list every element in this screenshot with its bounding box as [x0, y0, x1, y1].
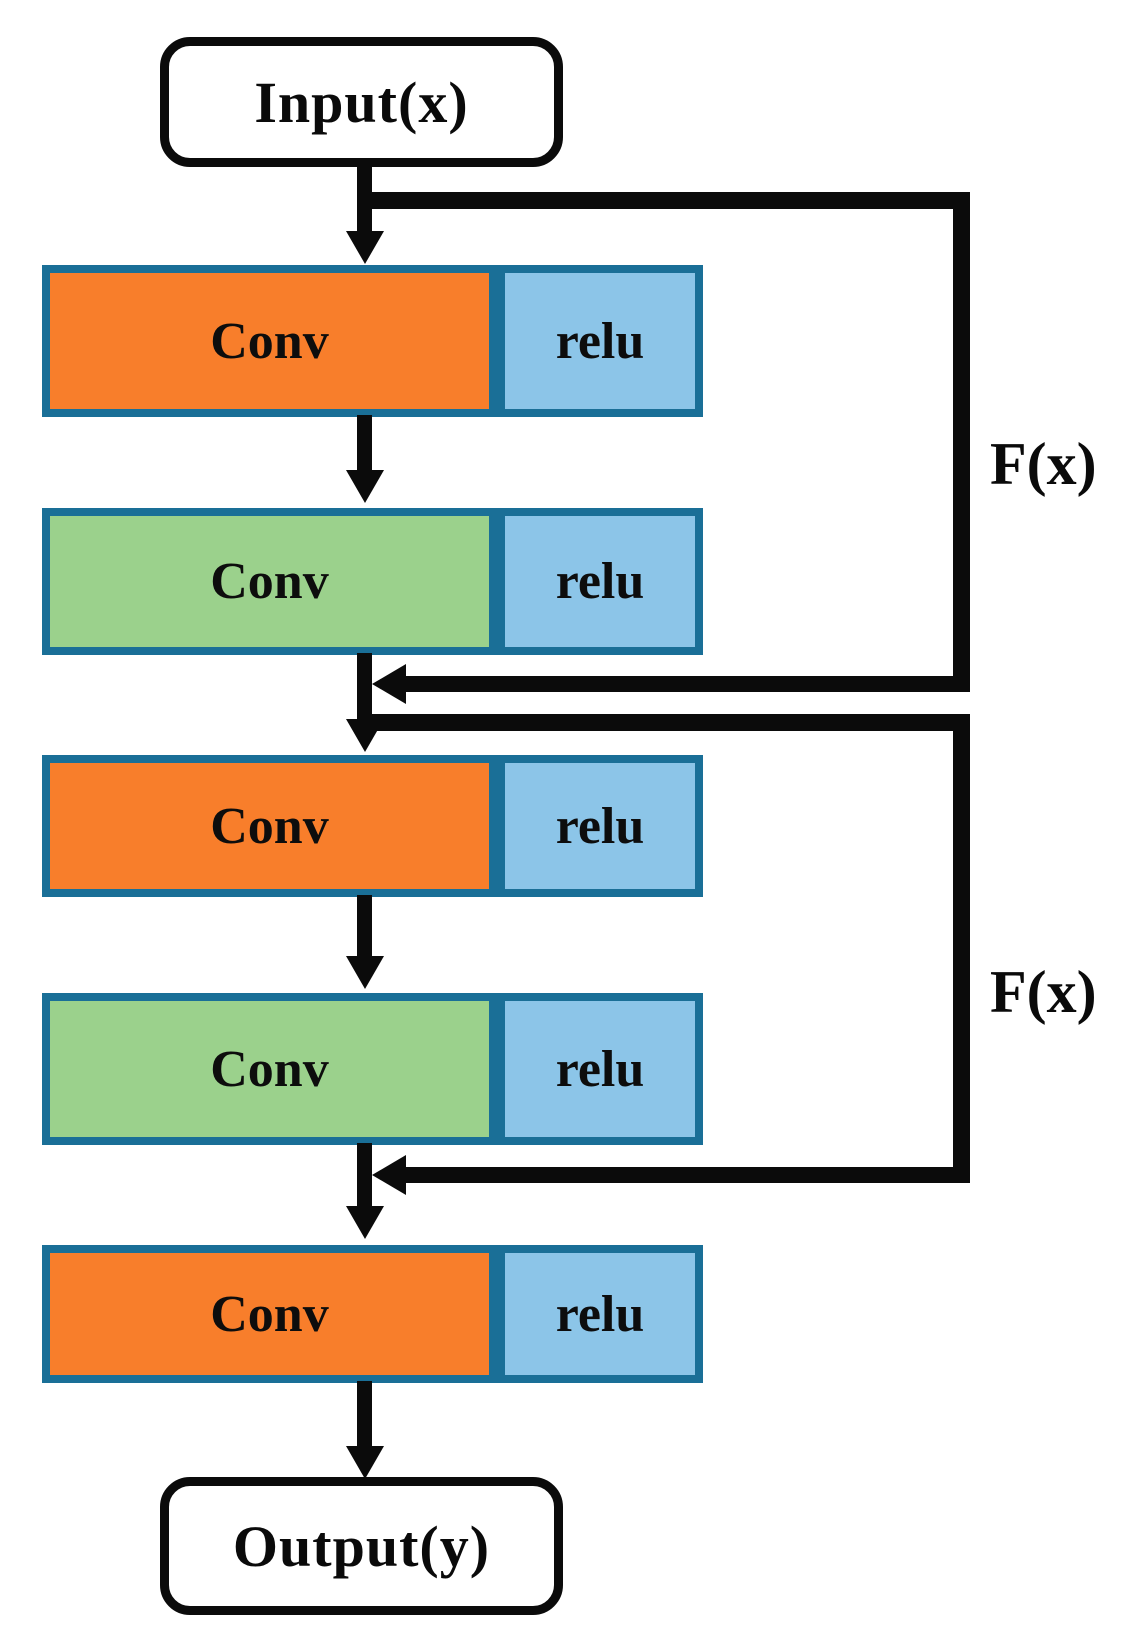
input-node: Input(x) — [160, 37, 563, 167]
skip2-vertical-line — [953, 714, 970, 1183]
arrowhead-left-icon — [372, 664, 406, 704]
connector-conv2-to-conv3 — [357, 653, 372, 719]
relu3-label: relu — [555, 797, 645, 855]
relu2-label: relu — [555, 553, 645, 610]
conv2-label: Conv — [210, 553, 329, 610]
skip1-label: F(x) — [990, 431, 1097, 497]
skip2-return-line — [404, 1167, 970, 1183]
conv3-layer: Conv — [42, 755, 497, 897]
connector-conv1-to-conv2 — [357, 415, 372, 471]
block-row-4: Conv relu — [42, 993, 703, 1145]
conv3-label: Conv — [210, 797, 329, 855]
conv4-label: Conv — [210, 1040, 329, 1098]
relu5-layer: relu — [497, 1245, 703, 1383]
skip2-label: F(x) — [990, 959, 1097, 1025]
conv1-layer: Conv — [42, 265, 497, 417]
arrowhead-left-icon — [372, 1155, 406, 1195]
conv1-label: Conv — [210, 312, 329, 370]
skip1-vertical-line — [953, 192, 970, 692]
conv5-layer: Conv — [42, 1245, 497, 1383]
arrowhead-down-icon — [346, 470, 384, 503]
conv2-layer: Conv — [42, 508, 497, 655]
arrowhead-down-icon — [346, 1446, 384, 1479]
input-label: Input(x) — [254, 69, 469, 135]
arrowhead-down-icon — [346, 956, 384, 989]
conv4-layer: Conv — [42, 993, 497, 1145]
relu1-label: relu — [555, 312, 645, 370]
relu1-layer: relu — [497, 265, 703, 417]
connector-conv5-to-output — [357, 1381, 372, 1447]
relu4-layer: relu — [497, 993, 703, 1145]
skip1-branch-line — [357, 192, 970, 209]
skip1-return-line — [404, 676, 970, 692]
arrowhead-down-icon — [346, 1206, 384, 1239]
relu3-layer: relu — [497, 755, 703, 897]
block-row-5: Conv relu — [42, 1245, 703, 1383]
relu4-label: relu — [555, 1040, 645, 1098]
connector-conv4-to-conv5 — [357, 1143, 372, 1207]
output-node: Output(y) — [160, 1477, 563, 1615]
arrowhead-down-icon — [346, 231, 384, 264]
block-row-3: Conv relu — [42, 755, 703, 897]
skip2-branch-line — [357, 714, 970, 731]
output-label: Output(y) — [232, 1513, 491, 1579]
relu2-layer: relu — [497, 508, 703, 655]
connector-conv3-to-conv4 — [357, 895, 372, 957]
relu5-label: relu — [555, 1285, 645, 1343]
block-row-1: Conv relu — [42, 265, 703, 417]
block-row-2: Conv relu — [42, 508, 703, 655]
conv5-label: Conv — [210, 1285, 329, 1343]
